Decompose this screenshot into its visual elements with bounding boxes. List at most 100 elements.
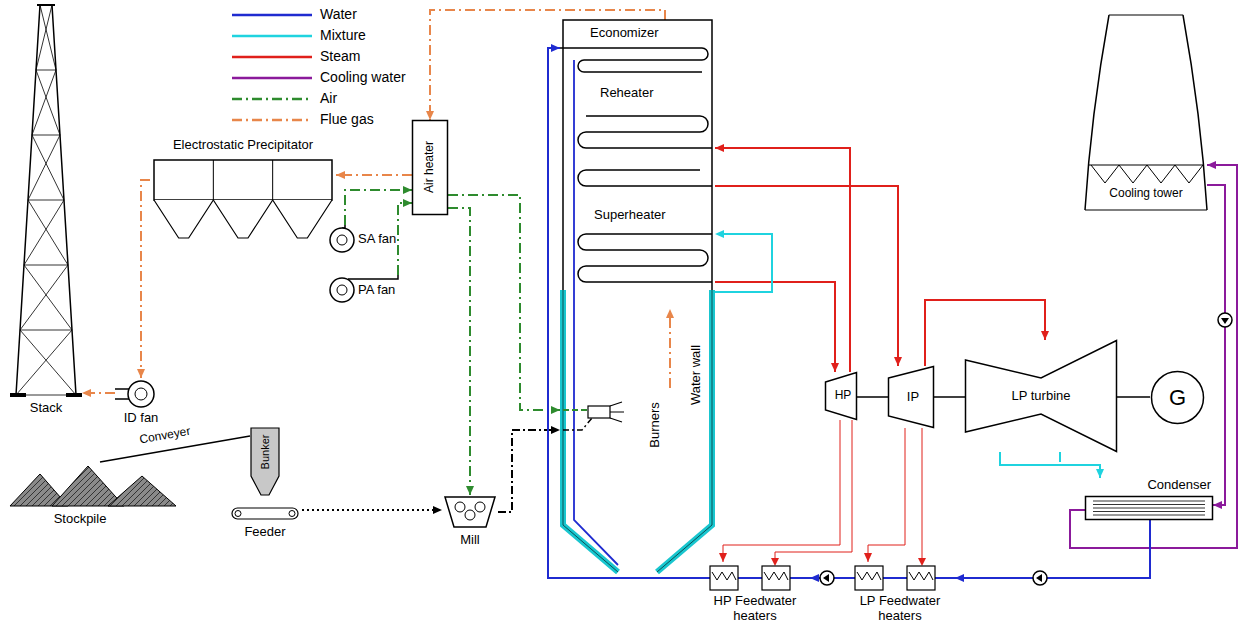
node-label: Feeder xyxy=(244,525,285,540)
node-label: IP xyxy=(907,390,919,405)
arrow-head xyxy=(831,363,839,372)
drawing-part xyxy=(1093,508,1205,509)
drawing-part xyxy=(826,373,857,420)
arrow-head xyxy=(715,230,724,238)
extraction-pipe xyxy=(775,420,852,560)
connector-line xyxy=(715,186,898,366)
pump-body xyxy=(820,571,834,585)
condenser: Condenser xyxy=(1085,478,1213,520)
connector-line xyxy=(1207,185,1225,505)
drawing-part xyxy=(413,121,448,215)
legend-line xyxy=(232,14,312,17)
drawing-part xyxy=(135,388,147,400)
connector-line xyxy=(715,148,850,372)
node-label: Condenser xyxy=(1147,478,1211,493)
arrow-head xyxy=(771,558,779,566)
arrow-head xyxy=(810,574,819,582)
arrow-head xyxy=(336,171,345,179)
arrow-head xyxy=(403,186,412,194)
edge-label: Conveyer xyxy=(139,425,192,448)
drawing-part xyxy=(1093,511,1205,512)
arrow-head xyxy=(433,506,442,514)
arrow-head xyxy=(82,389,91,397)
drawing-part xyxy=(710,566,738,590)
drawing-part xyxy=(560,48,708,72)
pump-symbol xyxy=(1218,313,1232,327)
arrow-head xyxy=(715,144,724,152)
connector-line xyxy=(723,420,840,562)
legend-line xyxy=(232,119,312,122)
drawing-part xyxy=(578,170,712,186)
drawing-part xyxy=(445,497,495,527)
fan-symbol: ID fan xyxy=(115,378,167,430)
node-outline xyxy=(1085,15,1207,210)
pump-symbol xyxy=(820,571,834,585)
connector xyxy=(864,428,905,562)
drawing-part xyxy=(232,508,298,519)
connector xyxy=(719,420,840,562)
connector-line xyxy=(345,190,412,225)
drawing-part xyxy=(1085,15,1207,210)
node-label: Burners xyxy=(648,402,663,448)
drawing-part xyxy=(154,200,213,238)
connector xyxy=(715,186,902,366)
feedwater-heaters: HP Feedwater heaters xyxy=(700,562,810,634)
drawing-part xyxy=(1091,165,1203,183)
drawing-part xyxy=(66,393,82,397)
pump-mark xyxy=(823,574,829,582)
drawing-part xyxy=(563,409,588,411)
drawing-part xyxy=(588,406,610,418)
legend-text: Mixture xyxy=(320,27,366,43)
connector-line xyxy=(715,282,835,372)
arrow-head xyxy=(894,357,902,366)
node-label: Superheater xyxy=(594,208,666,223)
node-label: Water wall xyxy=(689,345,704,405)
drawing-part xyxy=(1093,501,1205,502)
node-label: Air heater xyxy=(423,141,437,193)
connector xyxy=(345,186,412,225)
boiler: EconomizerReheaterSuperheaterWater wallB… xyxy=(560,20,715,580)
drawing-part xyxy=(669,318,671,388)
arrow-head xyxy=(955,574,964,582)
connector xyxy=(925,300,1049,366)
drawing-part xyxy=(273,200,332,238)
node-label: LP turbine xyxy=(1011,389,1070,404)
drawing-part xyxy=(154,160,332,200)
node-label: PA fan xyxy=(358,283,395,298)
drawing-part xyxy=(563,418,592,430)
drawing-part xyxy=(337,285,347,295)
connector-line xyxy=(868,428,905,562)
node-label: LP Feedwater heaters xyxy=(845,594,955,624)
node-label: Mill xyxy=(460,533,480,548)
connector xyxy=(336,171,412,179)
connector xyxy=(715,282,839,372)
drawing-part xyxy=(712,572,736,580)
drawing-part xyxy=(764,572,788,580)
legend-text: Cooling water xyxy=(320,69,406,85)
node-outline xyxy=(150,138,336,246)
drawing-part xyxy=(330,228,354,252)
connector xyxy=(448,195,560,414)
connector xyxy=(715,144,850,372)
extraction-pipe xyxy=(922,428,923,560)
node-label: ID fan xyxy=(124,411,159,426)
connector xyxy=(426,10,665,120)
mixture-pipe xyxy=(715,234,772,292)
precipitator: Electrostatic Precipitator xyxy=(150,138,336,246)
connector xyxy=(448,208,474,495)
legend-line xyxy=(232,35,312,38)
arrow-head xyxy=(1041,331,1049,340)
drawing-part xyxy=(1093,504,1205,505)
arrow-head xyxy=(918,558,926,566)
mixture-pipe xyxy=(1059,452,1061,462)
arrow-head xyxy=(426,111,434,120)
drawing-part xyxy=(610,402,624,422)
arrow-head xyxy=(466,486,474,495)
bunker: Bunker xyxy=(250,428,280,496)
node-outline xyxy=(10,5,82,421)
arrow-head xyxy=(1213,501,1222,509)
drawing-part xyxy=(666,309,674,318)
connector xyxy=(934,397,965,398)
legend-text: Water xyxy=(320,6,357,22)
drawing-part xyxy=(16,5,76,395)
